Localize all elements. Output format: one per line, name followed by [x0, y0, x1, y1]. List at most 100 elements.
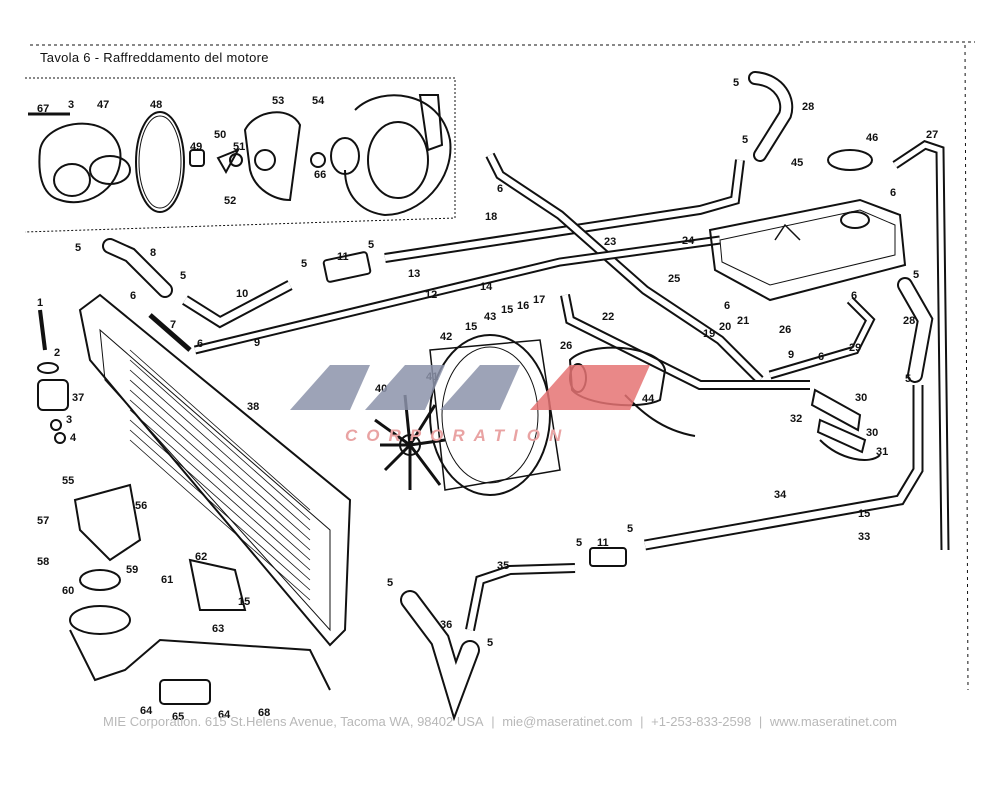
frame-right-line	[964, 44, 969, 691]
callout-label-c3a: 3	[68, 99, 74, 111]
callout-label-c24: 24	[682, 235, 695, 247]
callout-label-c11a: 11	[337, 251, 349, 263]
callout-label-c66: 66	[314, 169, 326, 181]
callout-label-c5g: 5	[913, 269, 919, 281]
callout-label-c6g: 6	[818, 351, 824, 363]
callout-label-c10: 10	[236, 288, 248, 300]
callout-label-c30b: 30	[866, 427, 878, 439]
thermostat-parts	[69, 483, 331, 705]
callout-label-c5k: 5	[387, 577, 393, 589]
callout-label-c6d: 6	[851, 290, 857, 302]
callout-label-c35: 35	[497, 560, 509, 572]
corporation-watermark	[290, 365, 650, 410]
callout-label-c30a: 30	[855, 392, 867, 404]
callout-label-c28b: 28	[903, 315, 915, 327]
callout-label-c14: 14	[480, 281, 493, 293]
callout-label-c8: 8	[150, 247, 156, 259]
callout-label-c23: 23	[604, 236, 616, 248]
callout-label-c5c: 5	[75, 242, 81, 254]
water-pump-parts	[28, 94, 452, 217]
callout-label-c38: 38	[247, 401, 259, 413]
callout-label-c33: 33	[858, 531, 870, 543]
callout-label-c15d: 15	[238, 596, 250, 608]
callout-label-c51: 51	[233, 141, 245, 153]
callout-label-c6b: 6	[890, 187, 896, 199]
watermark-logo-shape-1	[290, 365, 370, 410]
callout-label-c6c: 6	[724, 300, 730, 312]
callout-label-c65: 65	[172, 711, 184, 723]
callout-label-c32: 32	[790, 413, 802, 425]
footer-email-link[interactable]: mie@maseratinet.com	[502, 714, 633, 729]
callout-label-c5j: 5	[627, 523, 633, 535]
footer-separator: |	[640, 714, 644, 729]
callout-label-c6e: 6	[130, 290, 136, 302]
callout-label-c57: 57	[37, 515, 49, 527]
callout-label-c46: 46	[866, 132, 878, 144]
callout-label-c4: 4	[70, 432, 77, 444]
callout-label-c37: 37	[72, 392, 84, 404]
callout-label-c27: 27	[926, 129, 938, 141]
callout-label-c54: 54	[312, 95, 325, 107]
footer-separator: |	[758, 714, 763, 729]
callout-label-c53: 53	[272, 95, 284, 107]
callout-label-c64b: 64	[218, 709, 231, 721]
callout-label-c2: 2	[54, 347, 60, 359]
callout-label-c5h: 5	[905, 373, 911, 385]
callout-label-c12: 12	[425, 289, 437, 301]
callout-label-c11b: 11	[597, 537, 609, 549]
footer: MIE Corporation. 615 St.Helens Avenue, T…	[0, 714, 1000, 729]
callout-label-c61: 61	[161, 574, 173, 586]
callout-label-c47: 47	[97, 99, 109, 111]
callout-label-c17: 17	[533, 294, 545, 306]
callout-label-c1: 1	[37, 297, 43, 309]
callout-label-c16: 16	[517, 300, 529, 312]
footer-phone: +1-253-833-2598	[651, 714, 752, 729]
hose-11-lower	[589, 547, 627, 567]
callout-label-c22: 22	[602, 311, 614, 323]
callout-label-c60: 60	[62, 585, 74, 597]
callout-label-c59: 59	[126, 564, 138, 576]
inset-box	[24, 77, 456, 233]
mounting-parts	[37, 309, 69, 444]
callout-label-c67: 67	[37, 103, 49, 115]
callout-label-c9b: 9	[788, 349, 794, 361]
callout-label-c62: 62	[195, 551, 207, 563]
callout-label-c5i: 5	[576, 537, 582, 549]
callout-label-c44: 44	[642, 393, 655, 405]
watermark-text: CORPORATION	[345, 426, 571, 445]
footer-company: MIE Corporation. 615 St.Helens Avenue, T…	[102, 714, 484, 729]
callout-label-c25: 25	[668, 273, 680, 285]
callout-label-c64a: 64	[140, 705, 153, 717]
callout-label-c26b: 26	[779, 324, 791, 336]
expansion-tank	[708, 149, 907, 302]
callout-label-c3b: 3	[66, 414, 72, 426]
callout-label-c34: 34	[774, 489, 787, 501]
footer-website-link[interactable]: www.maseratinet.com	[769, 714, 898, 729]
callout-label-c5a: 5	[733, 77, 739, 89]
callout-label-c18: 18	[485, 211, 497, 223]
callout-label-c52: 52	[224, 195, 236, 207]
callout-label-c50: 50	[214, 129, 226, 141]
callout-label-c21: 21	[737, 315, 749, 327]
callout-label-c28a: 28	[802, 101, 814, 113]
callout-label-c15a: 15	[465, 321, 477, 333]
callout-label-c15b: 15	[501, 304, 513, 316]
callout-label-c19: 19	[703, 328, 715, 340]
callout-label-c31: 31	[876, 446, 888, 458]
callout-label-c5d: 5	[180, 270, 186, 282]
callout-label-c29: 29	[849, 342, 861, 354]
pipe-29	[768, 296, 876, 380]
callout-label-c48: 48	[150, 99, 162, 111]
footer-separator: |	[491, 714, 495, 729]
callout-label-c20: 20	[719, 321, 731, 333]
callout-label-c5e: 5	[301, 258, 307, 270]
watermark-logo-shape-3	[440, 365, 520, 410]
callout-label-c43: 43	[484, 311, 496, 323]
callout-label-c56: 56	[135, 500, 147, 512]
callout-label-c58: 58	[37, 556, 49, 568]
callout-label-c7: 7	[170, 319, 176, 331]
callout-label-c9a: 9	[254, 337, 260, 349]
callout-label-c5f: 5	[368, 239, 374, 251]
